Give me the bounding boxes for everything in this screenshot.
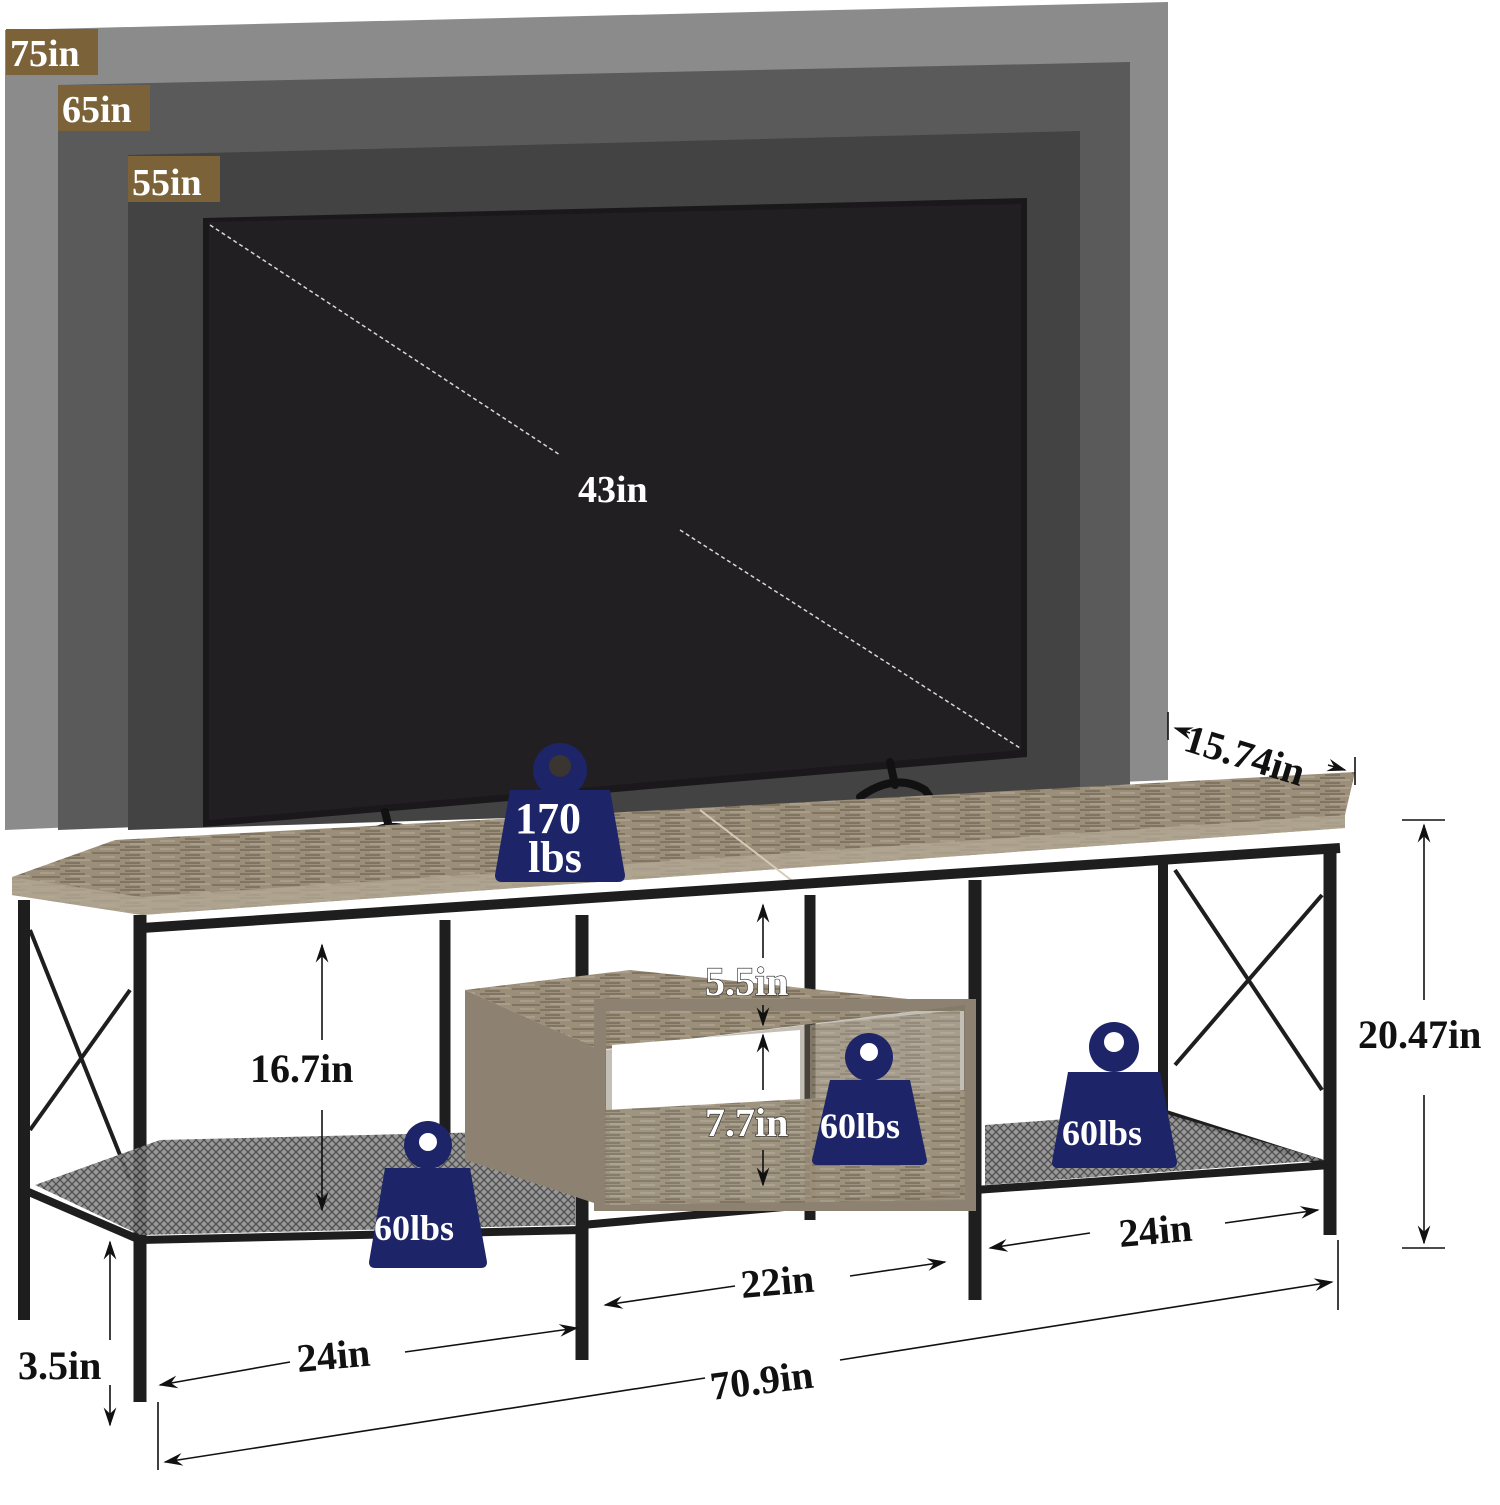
dimension-lines <box>103 712 1445 1470</box>
weight-top-value: 170 <box>515 794 581 843</box>
left-width-label: 24in <box>295 1330 372 1381</box>
right-width-label: 24in <box>1117 1205 1194 1256</box>
tv-43in: 43in <box>203 198 1027 862</box>
weight-badge-left-shelf: 60lbs <box>369 1121 487 1268</box>
svg-text:75in: 75in <box>10 33 80 75</box>
total-width-label: 70.9in <box>708 1352 816 1409</box>
leg-height-label: 3.5in <box>18 1343 101 1388</box>
weight-cubby-shelf-value: 60lbs <box>820 1106 900 1146</box>
middle-width-label: 22in <box>739 1256 816 1307</box>
tv-size-label-55: 55in <box>128 156 220 204</box>
tv-size-label-75: 75in <box>6 29 98 75</box>
weight-badge-top: 170 lbs <box>495 743 625 882</box>
weight-badge-cubby-shelf: 60lbs <box>812 1033 927 1165</box>
weight-badge-right-shelf: 60lbs <box>1052 1022 1177 1168</box>
cubby-top-gap-label: 5.5in <box>705 959 788 1004</box>
stand-tabletop <box>12 772 1355 915</box>
svg-text:55in: 55in <box>132 162 202 204</box>
svg-text:65in: 65in <box>62 89 132 131</box>
weight-top-unit: lbs <box>528 833 582 882</box>
left-clearance-label: 16.7in <box>250 1046 353 1091</box>
cubby-height-label: 7.7in <box>705 1100 788 1145</box>
total-height-label: 20.47in <box>1358 1012 1481 1057</box>
tv-diagonal-label: 43in <box>578 469 648 511</box>
weight-left-shelf-value: 60lbs <box>374 1208 454 1248</box>
weight-right-shelf-value: 60lbs <box>1062 1113 1142 1153</box>
tv-size-label-65: 65in <box>58 85 150 131</box>
